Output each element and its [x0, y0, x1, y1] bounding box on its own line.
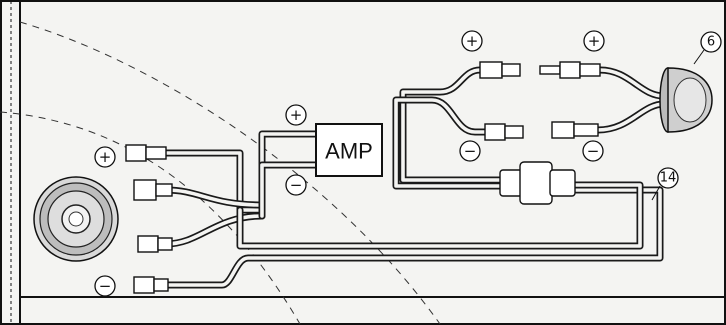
plus-symbol-tweeter-right: +	[583, 30, 605, 52]
svg-text:+: +	[588, 32, 601, 50]
svg-text:+: +	[466, 32, 479, 50]
dashed-arc-outer	[19, 21, 441, 325]
svg-text:6: 6	[707, 35, 715, 50]
svg-text:+: +	[290, 106, 303, 124]
plus-symbol-woofer: +	[94, 146, 116, 168]
crossover-network	[499, 161, 576, 205]
callout-tweeter: 6	[693, 31, 722, 65]
plus-symbol-tweeter-left: +	[461, 30, 483, 52]
connector-woofer-minus	[133, 276, 169, 294]
svg-text:−: −	[290, 176, 303, 194]
plus-symbol-amp: +	[285, 104, 307, 126]
connector-tweeter-minus-female	[484, 123, 524, 141]
svg-text:−: −	[464, 142, 477, 160]
connector-amp-out-2	[137, 235, 173, 253]
dashed-arc-inner	[0, 111, 301, 325]
tweeter-harness	[392, 66, 668, 190]
minus-symbol-tweeter-left: −	[459, 140, 481, 162]
svg-text:−: −	[587, 142, 600, 160]
svg-text:14: 14	[660, 171, 677, 186]
connector-tweeter-plus-male	[539, 61, 601, 79]
connector-tweeter-minus-male	[551, 121, 599, 139]
connector-woofer-plus	[125, 144, 167, 162]
svg-text:+: +	[99, 148, 112, 166]
woofer-harness	[162, 130, 664, 289]
amp-label: AMP	[325, 139, 373, 164]
amp-box	[315, 123, 383, 177]
minus-symbol-woofer: −	[94, 275, 116, 297]
minus-symbol-tweeter-right: −	[582, 140, 604, 162]
svg-text:−: −	[99, 277, 112, 295]
minus-symbol-amp: −	[285, 174, 307, 196]
callout-crossover: 14	[651, 167, 679, 201]
woofer-speaker	[33, 176, 119, 262]
tweeter-speaker	[659, 67, 713, 133]
connector-tweeter-plus-female	[479, 61, 521, 79]
connector-amp-out-1	[133, 179, 173, 201]
